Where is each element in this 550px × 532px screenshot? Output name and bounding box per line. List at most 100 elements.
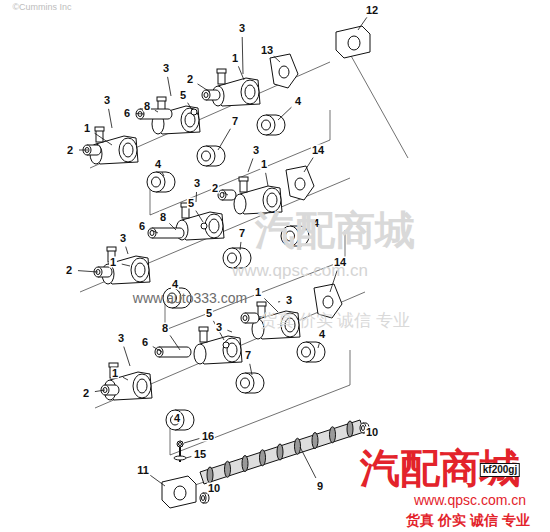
leader-line [248, 158, 253, 172]
washer [174, 456, 186, 460]
callout-number: 3 [285, 295, 293, 306]
watermark: 货真 价实 诚信 专业 [260, 312, 410, 329]
callout-number: 7 [231, 116, 239, 127]
callout-number: 2 [211, 183, 219, 194]
leader-line [238, 66, 244, 80]
pin [241, 313, 259, 323]
leader-line [109, 109, 112, 128]
callout-number: 10 [207, 483, 221, 494]
leader-line [126, 247, 128, 254]
leader-line [264, 298, 278, 312]
callout-number: 2 [66, 145, 74, 156]
callout-number: 8 [159, 212, 167, 223]
leader-line [274, 56, 280, 62]
leader-line [155, 110, 158, 112]
leader-line [266, 173, 268, 186]
rocker-lever [194, 327, 242, 364]
callout-number: 8 [161, 323, 169, 334]
leader-line [196, 192, 198, 202]
callout-number: 4 [171, 279, 179, 290]
rocker-shaft [200, 420, 364, 484]
callout-number: 3 [117, 333, 125, 344]
plug [200, 493, 209, 503]
leader-line [242, 37, 244, 74]
leader-line [240, 242, 242, 250]
rocker-lever [102, 247, 150, 284]
callout-number: 5 [179, 90, 187, 101]
leader-line [184, 439, 199, 443]
callout-number: 3 [193, 178, 201, 189]
callout-number: 1 [83, 123, 91, 134]
leader-line [300, 447, 316, 478]
callout-number: 3 [162, 63, 170, 74]
ball-socket [201, 223, 207, 229]
leader-line [250, 364, 252, 375]
leader-line [196, 211, 203, 222]
leader-line [95, 390, 105, 392]
rocker-lever [212, 69, 260, 106]
callout-number: 4 [154, 159, 162, 170]
leader-line [278, 301, 280, 302]
callout-number: 14 [311, 145, 325, 156]
callout-number: 16 [201, 431, 215, 442]
drawing-code: kf200gj [480, 463, 520, 477]
bushing [197, 146, 225, 166]
callout-number: 2 [82, 388, 90, 399]
callout-number: 2 [186, 74, 194, 85]
bushing [297, 342, 325, 362]
pedestal [336, 26, 370, 58]
callout-number: 3 [103, 95, 111, 106]
watermark: ©Cummins Inc [12, 3, 71, 12]
leader-line [124, 347, 130, 366]
callout-number: 4 [318, 329, 326, 340]
support-bracket [270, 54, 298, 88]
rocker-lever [234, 177, 282, 214]
leader-line [318, 343, 320, 348]
leader-line [218, 129, 230, 150]
leader-line [94, 133, 112, 145]
leader-line [122, 264, 130, 266]
leader-line [186, 456, 191, 458]
leader-line [162, 172, 164, 176]
bushing [166, 410, 194, 430]
watermark: www.qpsc.com.cn [414, 493, 526, 507]
support-bracket [286, 166, 314, 200]
leader-line [213, 321, 224, 340]
leader-line [188, 103, 192, 110]
leader-line [153, 347, 162, 352]
leader-line [358, 17, 367, 30]
callout-number: 3 [238, 23, 246, 34]
ball-socket [223, 342, 229, 348]
callout-number: 1 [109, 257, 117, 268]
callout-number: 9 [316, 481, 324, 492]
callout-number: 12 [365, 5, 379, 16]
leader-line [168, 77, 171, 96]
callout-number: 1 [231, 53, 239, 64]
watermark: www.auto333.com [133, 291, 247, 305]
callout-number: 5 [205, 308, 213, 319]
watermark: 汽配商城 [255, 210, 415, 250]
callout-number: 6 [138, 221, 146, 232]
leader-line [208, 495, 210, 497]
callout-number: 1 [111, 368, 119, 379]
rocker-lever [104, 363, 152, 400]
callout-number: 3 [215, 322, 223, 333]
leader-line [150, 475, 165, 486]
callout-number: 6 [123, 108, 131, 119]
bushing [257, 115, 285, 135]
leader-line [278, 107, 291, 120]
leader-line [227, 330, 232, 332]
leader-line [170, 335, 180, 350]
leader-line [169, 223, 176, 230]
watermark: 货真 价实 诚信 专业 [406, 513, 530, 527]
screw-head [177, 441, 183, 447]
callout-number: 1 [254, 287, 262, 298]
push-rod-pin [148, 228, 184, 238]
leader-line [136, 113, 144, 114]
callout-number: 5 [187, 198, 195, 209]
callout-number: 8 [143, 101, 151, 112]
callout-number: 15 [193, 449, 207, 460]
callout-number: 3 [252, 145, 260, 156]
callout-number: 1 [260, 159, 268, 170]
